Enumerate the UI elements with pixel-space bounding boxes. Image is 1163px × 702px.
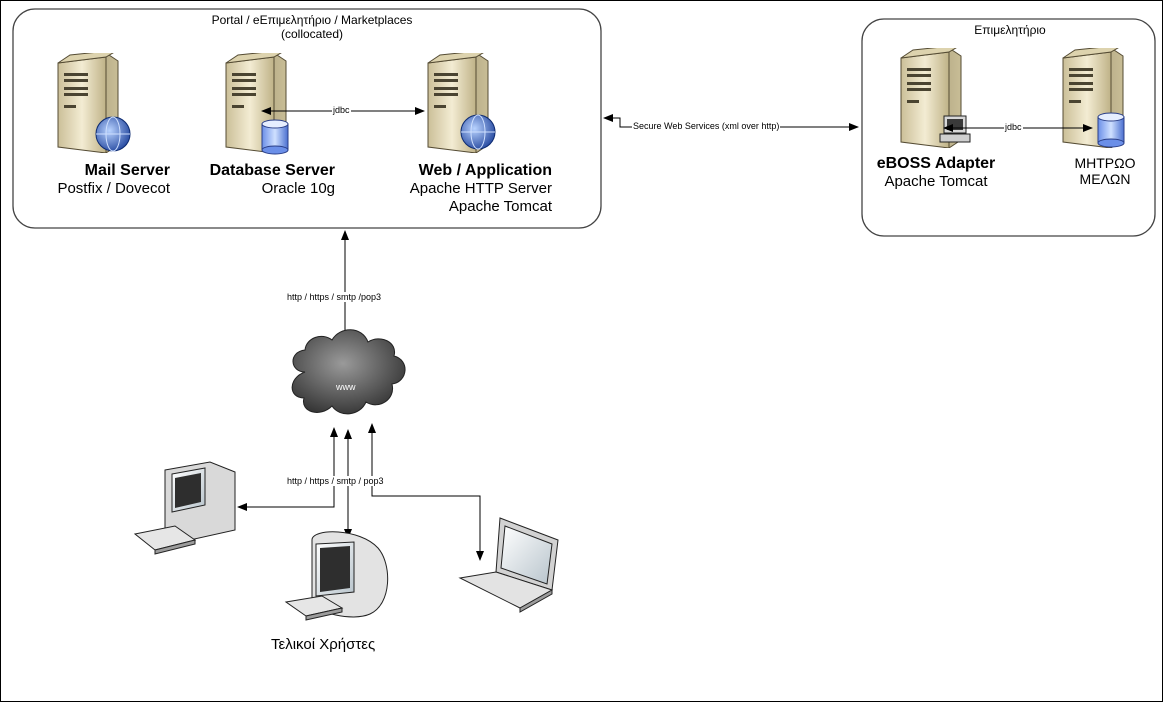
laptop-connector — [368, 423, 484, 561]
portal-title-line2: (collocated) — [280, 26, 344, 41]
eboss-label: eBOSS Adapter Apache Tomcat — [862, 155, 1010, 191]
eboss-title: eBOSS Adapter — [876, 155, 996, 172]
desktop-computer-icon — [133, 461, 236, 555]
laptop-computer-icon — [458, 517, 559, 613]
secure-ws-label: Secure Web Services (xml over http) — [632, 121, 781, 132]
registry-database-icon — [1062, 48, 1125, 148]
database-server-label: Database Server Oracle 10g — [180, 162, 335, 198]
cloud-label: www — [336, 382, 356, 392]
clients-cloud-label: http / https / smtp / pop3 — [286, 476, 385, 487]
www-cloud-icon — [291, 329, 406, 415]
web-server-icon — [427, 53, 496, 153]
end-users-label: Τελικοί Χρήστες — [271, 636, 376, 653]
jdbc-chamber-label: jdbc — [1004, 122, 1023, 133]
database-server-icon — [225, 53, 289, 155]
crt-monitor-icon — [284, 531, 389, 621]
chamber-group-title: Επιμελητήριο — [974, 23, 1046, 37]
mail-server-label: Mail Server Postfix / Dovecot — [20, 162, 170, 198]
portal-cloud-label: http / https / smtp /pop3 — [286, 292, 383, 303]
mail-server-sub: Postfix / Dovecot — [57, 180, 170, 198]
mail-server-icon — [57, 53, 131, 153]
web-server-label: Web / Application Apache HTTP Server Apa… — [372, 162, 552, 215]
portal-title-line1: Portal / eΕπιμελητήριο / Marketplaces — [211, 13, 413, 27]
web-server-title: Web / Application — [418, 162, 552, 179]
web-server-sub2: Apache Tomcat — [448, 197, 552, 215]
portal-group-title: Portal / eΕπιμελητήριο / Marketplaces (c… — [142, 13, 482, 42]
database-server-title: Database Server — [209, 162, 335, 179]
eboss-server-icon — [900, 48, 971, 148]
registry-label: ΜΗΤΡΩΟ ΜΕΛΩΝ — [1060, 155, 1150, 187]
database-server-sub: Oracle 10g — [261, 180, 335, 198]
registry-line1: ΜΗΤΡΩΟ — [1074, 155, 1136, 171]
registry-line2: ΜΕΛΩΝ — [1079, 171, 1131, 188]
eboss-sub: Apache Tomcat — [884, 173, 988, 191]
desktop-connector — [237, 427, 338, 511]
jdbc-portal-label: jdbc — [332, 105, 351, 116]
mail-server-title: Mail Server — [84, 162, 170, 179]
web-server-sub1: Apache HTTP Server — [409, 180, 552, 198]
